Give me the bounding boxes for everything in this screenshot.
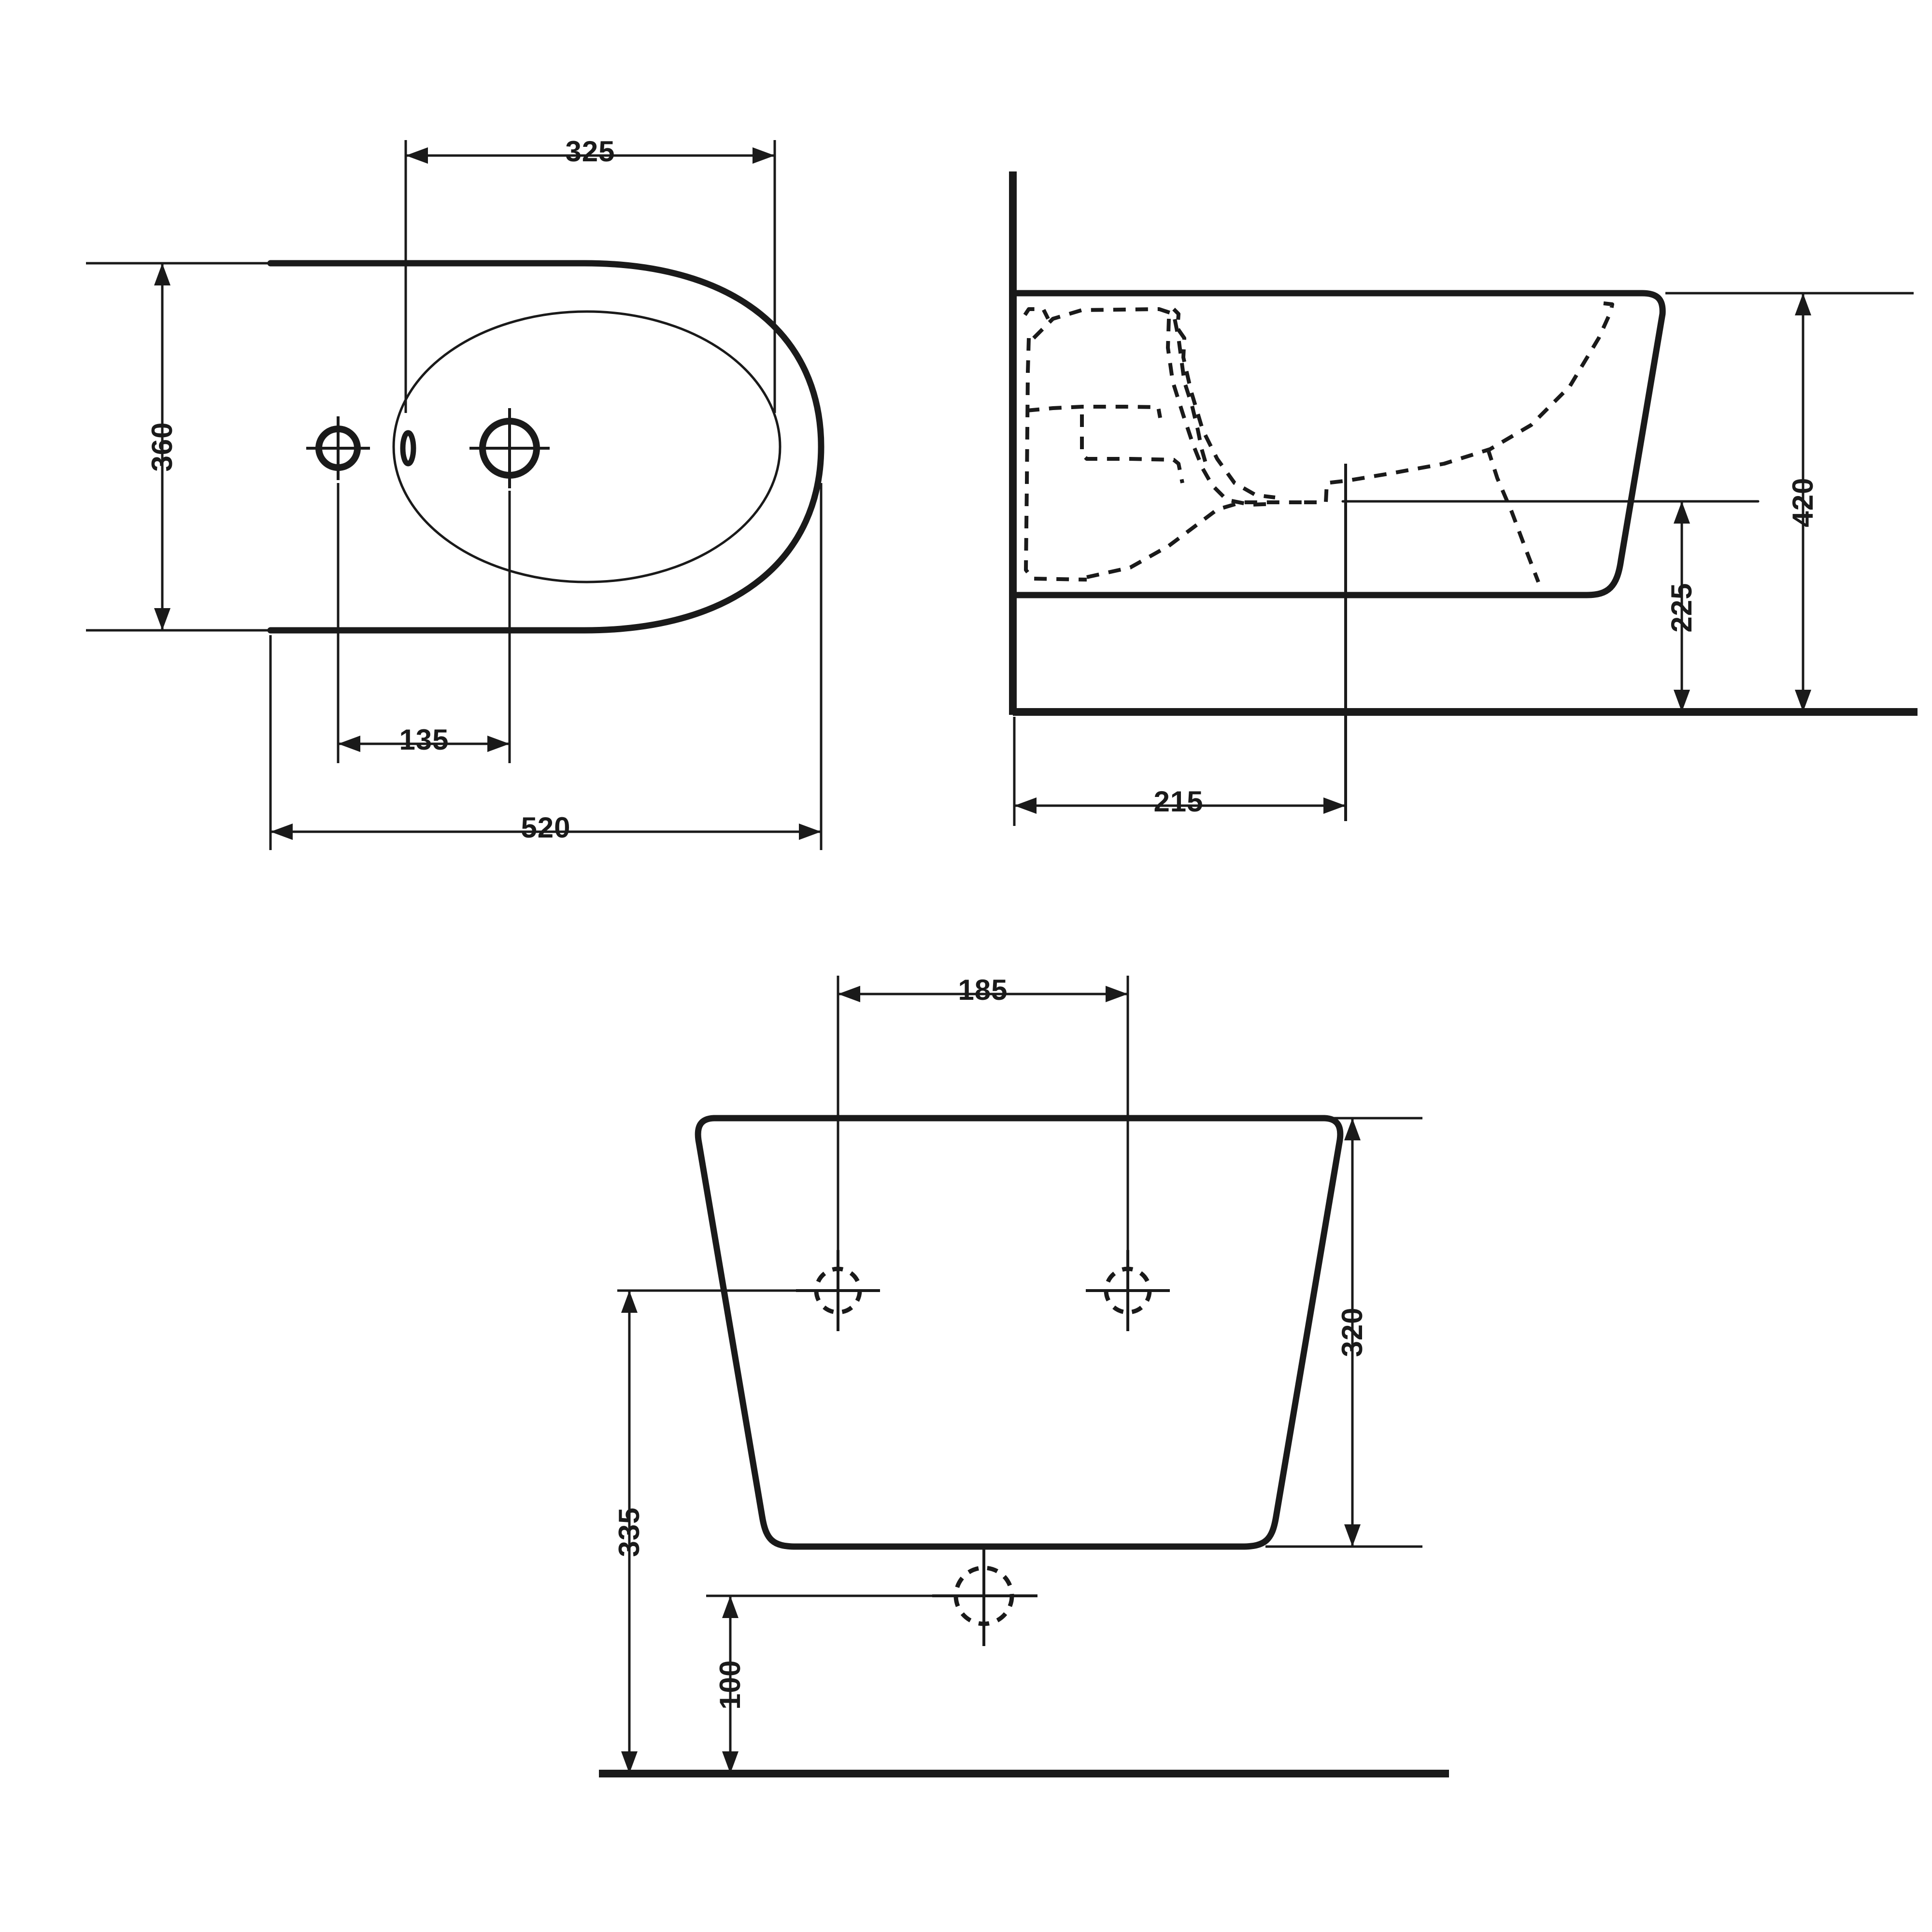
side-view-hidden-detail-f <box>1166 318 1276 507</box>
dim-label-100: 100 <box>714 1660 746 1709</box>
front-view-body-outline <box>695 1115 1344 1550</box>
side-view-hidden-detail-h <box>1086 500 1304 579</box>
top-view: 325 360 135 520 <box>86 135 824 850</box>
side-view-hidden-detail-b <box>1032 307 1208 467</box>
front-view-fixing-hole-right <box>1086 1250 1170 1331</box>
dim-label-325: 325 <box>565 135 615 168</box>
dim-label-215: 215 <box>1153 785 1203 818</box>
top-view-outer-body <box>267 260 824 634</box>
side-view-hidden-detail-j <box>1486 447 1540 583</box>
dim-label-225: 225 <box>1665 582 1698 632</box>
dim-label-320: 320 <box>1336 1307 1368 1357</box>
side-view-body-outline <box>1009 290 1666 598</box>
side-view: 420 225 215 <box>1009 171 1918 826</box>
dim-label-420: 420 <box>1787 477 1819 527</box>
dim-label-185: 185 <box>958 974 1008 1006</box>
top-view-tap-hole-small <box>306 416 370 480</box>
dim-label-520: 520 <box>521 811 570 844</box>
dim-label-360: 360 <box>146 422 178 471</box>
dim-label-335: 335 <box>613 1507 645 1557</box>
top-view-overflow-slot <box>400 430 416 467</box>
dim-label-135: 135 <box>399 724 449 756</box>
side-view-hidden-detail-e <box>1080 414 1184 483</box>
top-view-bowl-ellipse <box>392 310 781 583</box>
side-view-hidden-detail-g <box>1172 308 1276 499</box>
side-view-hidden-detail-d <box>1026 405 1162 418</box>
front-view: 185 320 335 100 <box>599 974 1449 1777</box>
side-view-hidden-detail-i <box>1304 301 1614 504</box>
side-view-hidden-detail-a <box>1023 307 1050 320</box>
side-view-hidden-detail-c <box>1024 338 1087 582</box>
top-view-waste-hole-large <box>469 408 550 488</box>
